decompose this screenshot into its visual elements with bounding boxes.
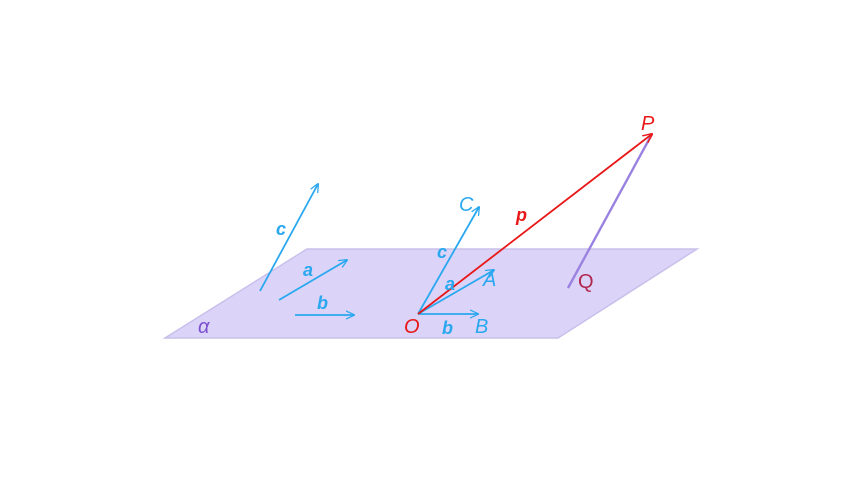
vector-OP <box>417 134 652 315</box>
label-vec-b: b <box>442 318 453 338</box>
label-vec-p: p <box>515 205 527 225</box>
free-vector-a <box>278 260 347 301</box>
label-point-C: C <box>459 194 474 216</box>
label-free-c: c <box>276 219 286 239</box>
plane-alpha <box>162 248 700 339</box>
label-free-b: b <box>317 293 328 313</box>
vector-OC <box>417 207 479 315</box>
label-point-Q: Q <box>578 271 594 293</box>
segment-PQ <box>566 133 654 289</box>
free-vector-c <box>259 184 318 292</box>
label-vec-a: a <box>445 274 455 294</box>
label-point-B: B <box>475 316 488 338</box>
label-free-a: a <box>303 260 313 280</box>
label-origin-O: O <box>404 316 420 338</box>
label-point-A: A <box>482 269 496 291</box>
label-vec-c: c <box>437 242 447 262</box>
vector-OA <box>417 270 494 315</box>
label-alpha: α <box>198 316 210 338</box>
label-point-P: P <box>641 113 655 135</box>
